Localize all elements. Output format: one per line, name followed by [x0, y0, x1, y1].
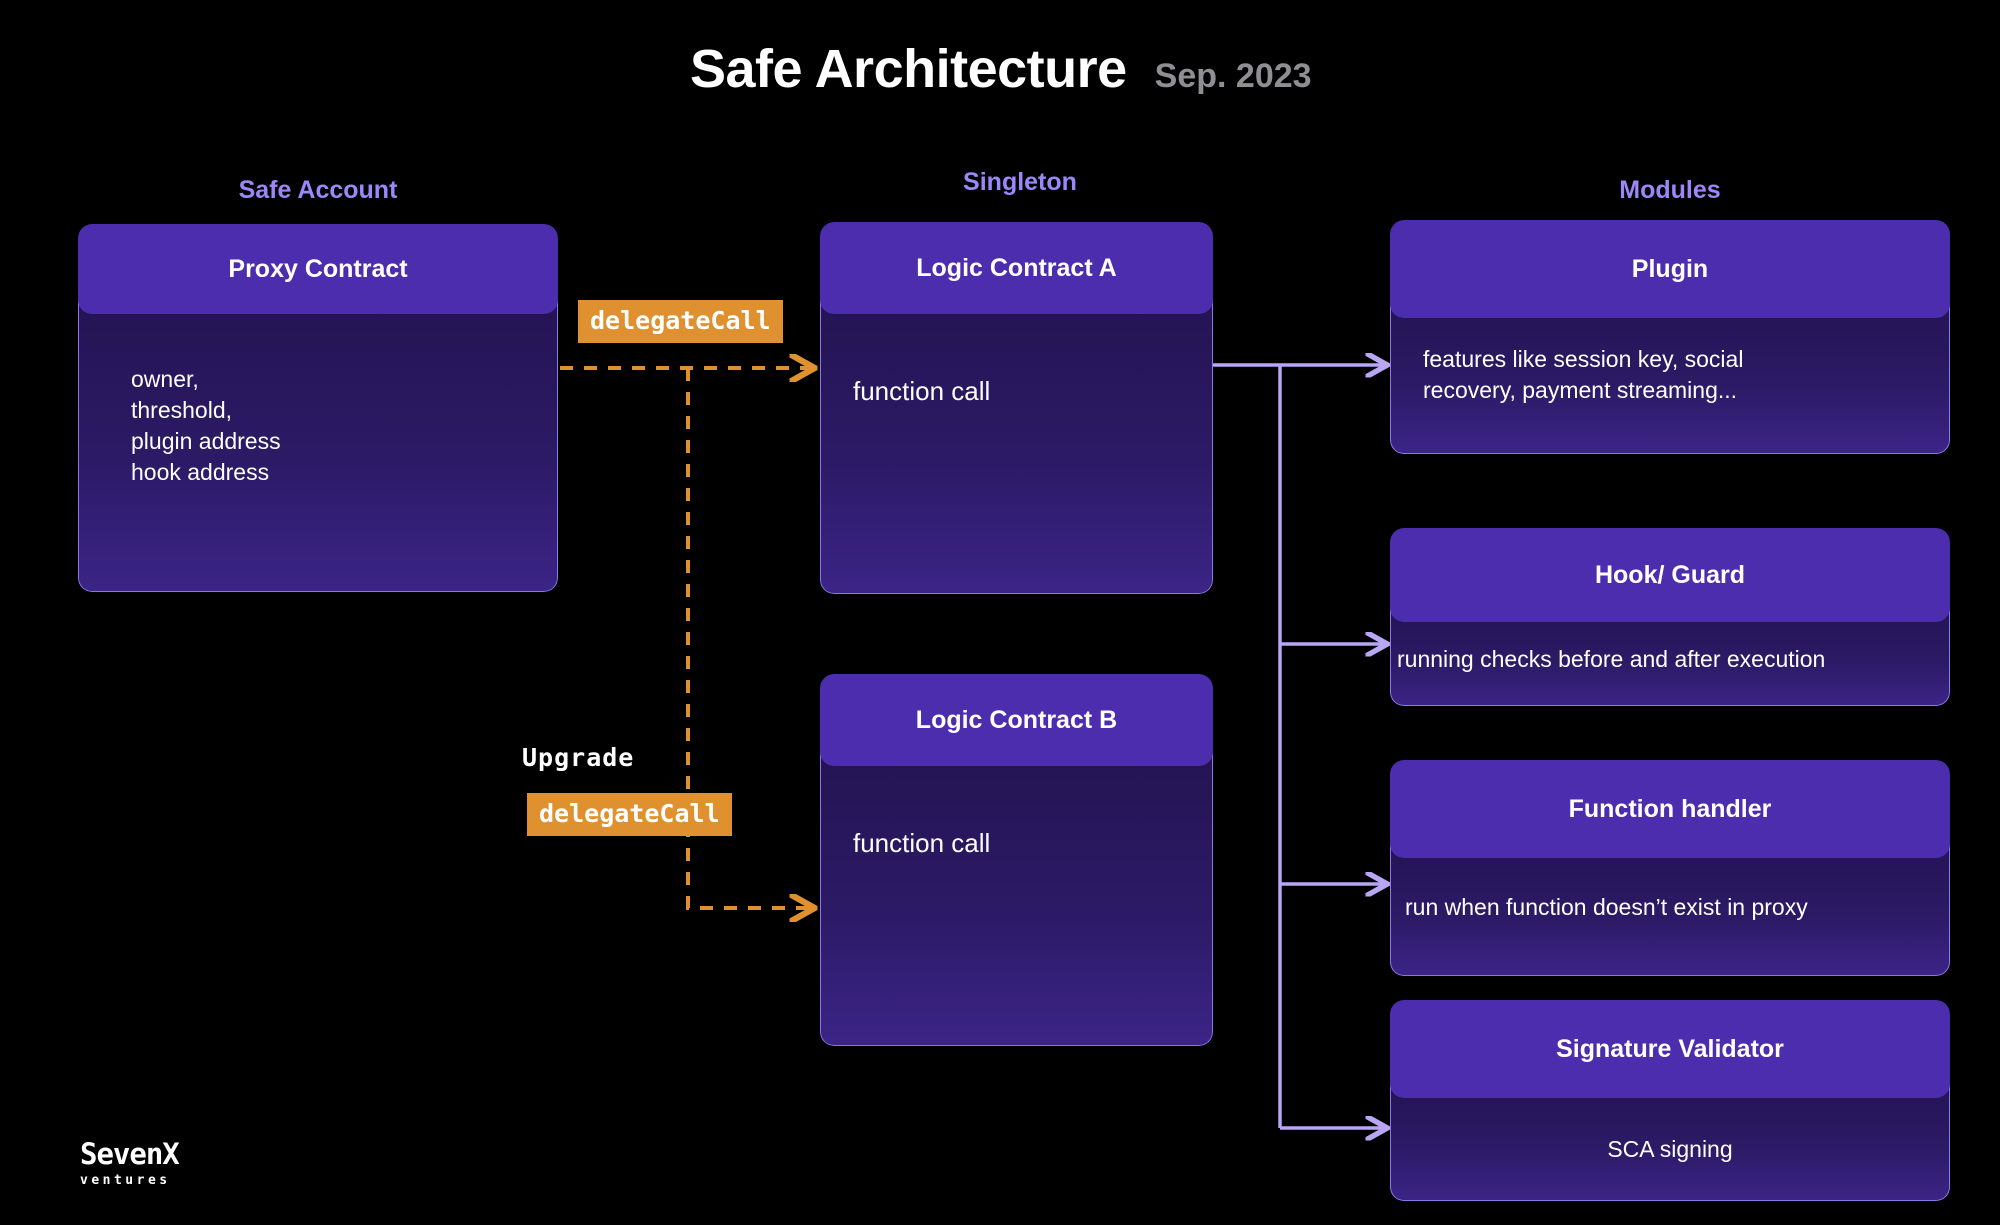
page-date: Sep. 2023 — [1154, 57, 1312, 95]
card-proxy-contract-body: owner, threshold, plugin address hook ad… — [78, 300, 558, 592]
card-function-handler[interactable]: Function handler run when function doesn… — [1390, 760, 1950, 990]
card-logic-contract-a-body: function call — [820, 300, 1213, 594]
card-logic-contract-b[interactable]: Logic Contract B function call — [820, 674, 1213, 1046]
card-hook-guard-title: Hook/ Guard — [1390, 528, 1950, 622]
card-function-handler-text: run when function doesn’t exist in proxy — [1405, 894, 1808, 920]
card-signature-validator-text: SCA signing — [1607, 1136, 1733, 1162]
card-plugin-title: Plugin — [1390, 220, 1950, 318]
card-logic-contract-a[interactable]: Logic Contract A function call — [820, 222, 1213, 594]
column-heading-modules: Modules — [1619, 176, 1721, 204]
card-function-handler-body: run when function doesn’t exist in proxy — [1390, 844, 1950, 976]
badge-delegatecall-top: delegateCall — [578, 300, 783, 343]
card-plugin[interactable]: Plugin features like session key, social… — [1390, 220, 1950, 468]
slide-header: Safe Architecture Sep. 2023 — [690, 38, 1312, 100]
card-signature-validator[interactable]: Signature Validator SCA signing — [1390, 1000, 1950, 1215]
card-logic-contract-b-title: Logic Contract B — [820, 674, 1213, 766]
card-hook-guard[interactable]: Hook/ Guard running checks before and af… — [1390, 528, 1950, 720]
card-plugin-text: features like session key, social recove… — [1423, 346, 1744, 404]
logo-wordmark: SevenX — [80, 1137, 180, 1171]
label-upgrade: Upgrade — [522, 743, 635, 772]
card-signature-validator-title: Signature Validator — [1390, 1000, 1950, 1098]
card-logic-contract-b-text: function call — [853, 828, 991, 858]
card-logic-contract-b-body: function call — [820, 752, 1213, 1046]
card-plugin-body: features like session key, social recove… — [1390, 304, 1950, 454]
card-hook-guard-body: running checks before and after executio… — [1390, 608, 1950, 706]
card-logic-contract-a-title: Logic Contract A — [820, 222, 1213, 314]
page-title: Safe Architecture — [690, 39, 1127, 99]
sevenx-ventures-logo: SevenX ventures — [80, 1137, 240, 1188]
card-proxy-contract-text: owner, threshold, plugin address hook ad… — [131, 366, 281, 486]
card-proxy-contract-title: Proxy Contract — [78, 224, 558, 314]
card-function-handler-title: Function handler — [1390, 760, 1950, 858]
card-logic-contract-a-text: function call — [853, 376, 991, 406]
logo-tagline: ventures — [80, 1173, 171, 1188]
card-hook-guard-text: running checks before and after executio… — [1397, 646, 1826, 672]
column-heading-safe-account: Safe Account — [238, 176, 398, 204]
badge-delegatecall-upgrade: delegateCall — [527, 793, 732, 836]
card-signature-validator-body: SCA signing — [1390, 1084, 1950, 1201]
column-heading-singleton: Singleton — [963, 168, 1077, 196]
card-proxy-contract[interactable]: Proxy Contract owner, threshold, plugin … — [78, 224, 558, 592]
